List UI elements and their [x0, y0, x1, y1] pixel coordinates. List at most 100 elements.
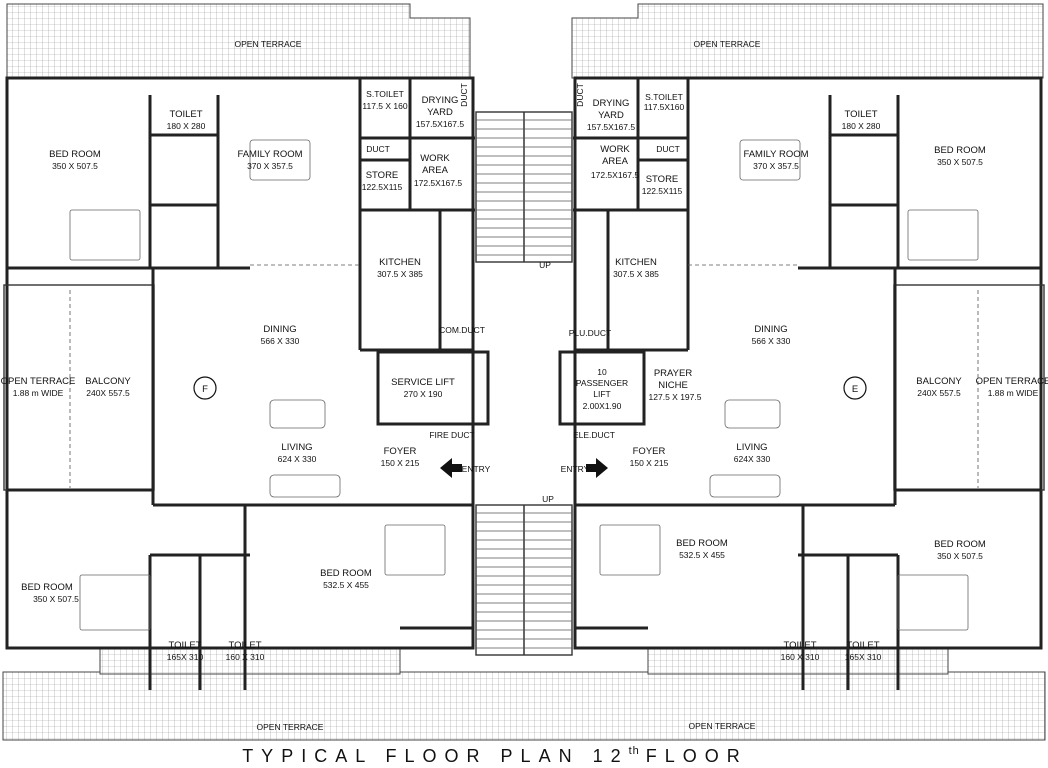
label-drying-yard: YARD [598, 110, 624, 121]
label-family-room-dim: 370 X 357.5 [753, 161, 799, 171]
dashed-lines [69, 264, 979, 488]
label-dining: DINING [754, 324, 787, 335]
label-store: STORE [646, 174, 679, 185]
label-work-area-dim: 172.5X167.5 [414, 178, 462, 188]
label-open-terrace-width: 1.88 m WIDE [988, 388, 1039, 398]
label-ele-duct: ELE.DUCT [573, 430, 615, 440]
label-duct: DUCT [575, 83, 585, 107]
label-unit-f: F [202, 384, 208, 395]
label-toilet-dim: 180 X 280 [167, 121, 206, 131]
label-open-terrace-side: OPEN TERRACE [976, 376, 1048, 387]
label-up: UP [542, 494, 554, 504]
label-passenger-lift: LIFT [593, 389, 610, 399]
label-toilet-dim: 160 X 310 [226, 652, 265, 662]
staircase-bottom [475, 504, 573, 656]
label-bed-room: BED ROOM [49, 149, 101, 160]
label-living: LIVING [281, 442, 312, 453]
unit-e-marker [843, 376, 867, 400]
label-s-toilet-dim: 117.5 X 160 [362, 101, 407, 111]
unit-f-marker [193, 376, 217, 400]
label-foyer-dim: 150 X 215 [630, 458, 669, 468]
label-duct: DUCT [656, 144, 680, 154]
label-foyer: FOYER [633, 446, 666, 457]
label-fire-duct: FIRE DUCT [429, 430, 474, 440]
label-family-room: FAMILY ROOM [743, 149, 808, 160]
room-labels: OPEN TERRACE OPEN TERRACE OPEN TERRACE O… [1, 39, 1048, 732]
label-toilet: TOILET [844, 109, 877, 120]
label-drying-yard-dim: 157.5X167.5 [587, 122, 635, 132]
label-open-terrace-width: 1.88 m WIDE [13, 388, 64, 398]
label-drying-yard-dim: 157.5X167.5 [416, 119, 464, 129]
label-dining-dim: 566 X 330 [261, 336, 300, 346]
label-service-lift-dim: 270 X 190 [404, 389, 443, 399]
label-work-area-dim: 172.5X167.5 [591, 170, 639, 180]
label-s-toilet: S.TOILET [366, 89, 404, 99]
label-store: STORE [366, 170, 399, 181]
label-work-area: WORK [420, 153, 450, 164]
label-bed-room-dim: 532.5 X 455 [679, 550, 725, 560]
label-open-terrace: OPEN TERRACE [257, 722, 324, 732]
label-bed-room-dim: 350 X 507.5 [52, 161, 98, 171]
label-toilet: TOILET [846, 640, 879, 651]
label-unit-e: E [852, 384, 858, 395]
label-store-dim: 122.5X115 [362, 182, 403, 192]
label-family-room: FAMILY ROOM [237, 149, 302, 160]
label-open-terrace-side: OPEN TERRACE [1, 376, 76, 387]
label-passenger-lift: 10 [597, 367, 607, 377]
label-plu-duct: PLU.DUCT [569, 328, 612, 338]
label-bed-room-dim: 350 X 507.5 [33, 594, 79, 604]
label-balcony: BALCONY [916, 376, 962, 387]
label-s-toilet: S.TOILET [645, 92, 683, 102]
label-toilet: TOILET [169, 109, 202, 120]
label-balcony-dim: 240X 557.5 [917, 388, 961, 398]
label-duct: DUCT [459, 83, 469, 107]
label-passenger-lift-dim: 2.00X1.90 [583, 401, 622, 411]
label-kitchen-dim: 307.5 X 385 [377, 269, 423, 279]
label-kitchen: KITCHEN [615, 257, 657, 268]
label-bed-room-dim: 350 X 507.5 [937, 157, 983, 167]
terrace-top-right [571, 3, 1044, 79]
label-foyer: FOYER [384, 446, 417, 457]
label-work-area: AREA [422, 165, 449, 176]
label-passenger-lift: PASSENGER [576, 378, 628, 388]
plan-title-sup: th [629, 745, 640, 757]
label-bed-room: BED ROOM [21, 582, 73, 593]
label-living: LIVING [736, 442, 767, 453]
label-entry: ENTRY [561, 464, 590, 474]
label-prayer-niche: NICHE [658, 380, 688, 391]
label-toilet-dim: 165X 310 [845, 652, 882, 662]
label-toilet: TOILET [168, 640, 201, 651]
label-duct: DUCT [366, 144, 390, 154]
label-up: UP [539, 260, 551, 270]
label-open-terrace: OPEN TERRACE [689, 721, 756, 731]
inner-walls-right [558, 78, 1041, 690]
label-bed-room: BED ROOM [676, 538, 728, 549]
label-store-dim: 122.5X115 [642, 186, 683, 196]
label-bed-room-dim: 532.5 X 455 [323, 580, 369, 590]
label-toilet-dim: 165X 310 [167, 652, 204, 662]
label-dining-dim: 566 X 330 [752, 336, 791, 346]
stair-treads [476, 119, 572, 649]
label-living-dim: 624 X 330 [278, 454, 317, 464]
label-service-lift: SERVICE LIFT [391, 377, 455, 388]
label-toilet-dim: 160 X 310 [781, 652, 820, 662]
label-open-terrace: OPEN TERRACE [235, 39, 302, 49]
label-entry: ENTRY [462, 464, 491, 474]
label-balcony-dim: 240X 557.5 [86, 388, 130, 398]
plan-title-suffix: FLOOR [646, 746, 748, 766]
label-balcony: BALCONY [85, 376, 131, 387]
label-foyer-dim: 150 X 215 [381, 458, 420, 468]
label-work-area: WORK [600, 144, 630, 155]
label-kitchen-dim: 307.5 X 385 [613, 269, 659, 279]
label-bed-room-dim: 350 X 507.5 [937, 551, 983, 561]
label-living-dim: 624X 330 [734, 454, 771, 464]
label-drying-yard: YARD [427, 107, 453, 118]
label-bed-room: BED ROOM [934, 145, 986, 156]
label-bed-room: BED ROOM [934, 539, 986, 550]
label-toilet: TOILET [783, 640, 816, 651]
label-open-terrace: OPEN TERRACE [694, 39, 761, 49]
label-dining: DINING [263, 324, 296, 335]
staircase-top [475, 111, 573, 263]
label-bed-room: BED ROOM [320, 568, 372, 579]
